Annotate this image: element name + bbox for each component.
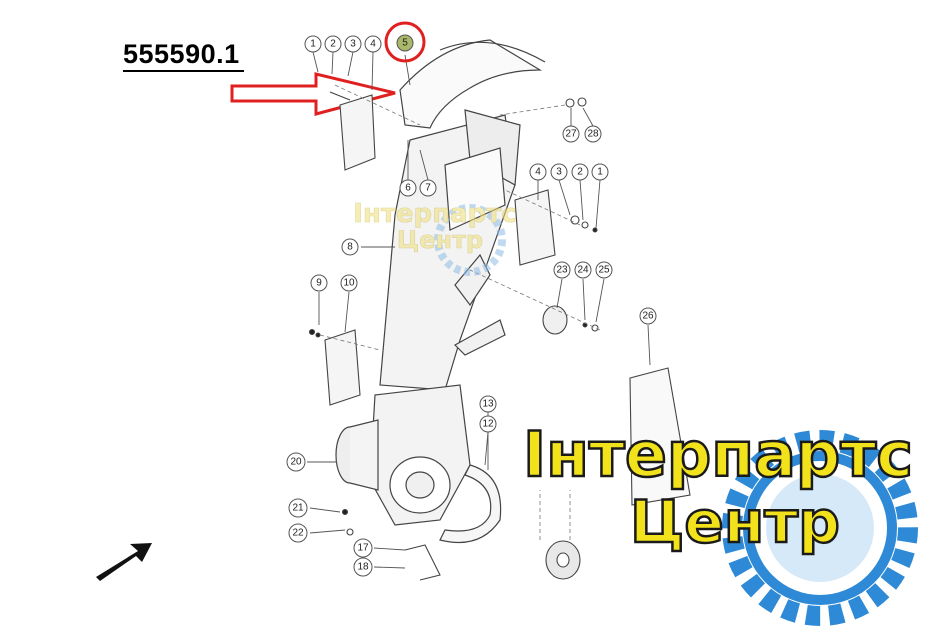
callout-label: 28 [587,129,599,140]
callout-label: 1 [597,167,603,178]
callout-label: 2 [330,39,336,50]
callout-label: 26 [642,311,654,322]
callout-label: 9 [316,278,322,289]
callout-label: 1 [310,39,316,50]
callout-label: 21 [292,503,304,514]
watermark-small-line2: Центр [397,226,483,254]
brand-logo: Інтерпартс Центр [522,417,918,626]
callout-label: 22 [292,528,304,539]
callout-label: 8 [347,242,353,253]
brand-line2: Центр [630,488,840,556]
callout-label: 17 [357,543,369,554]
callout-label: 10 [343,278,355,289]
callout-label: 2 [577,167,583,178]
callout-label: 4 [535,167,541,178]
callout-label: 7 [425,183,431,194]
part-number: 555590.1 [123,38,244,72]
callout-label: 3 [556,167,562,178]
callout-label: 25 [598,265,610,276]
elevator-housing [335,39,546,544]
callout-label: 13 [482,399,494,410]
callout-circles [286,35,657,577]
callout-label: 6 [405,183,411,194]
callout-label: 12 [482,419,494,430]
callout-label: 4 [370,39,376,50]
callout-label: 3 [350,39,356,50]
callout-label: 18 [357,562,369,573]
watermark-small-line1: Інтерпартс [353,199,517,229]
callout-label: 20 [290,457,302,468]
callout-label-highlighted: 5 [402,38,408,49]
callout-labels: 1 2 3 4 5 27 28 6 7 4 3 2 1 8 9 10 23 24… [290,38,654,573]
callout-label: 23 [556,265,568,276]
direction-arrow-icon [96,543,152,581]
right-plate-assembly [341,97,691,581]
callout-label: 24 [577,265,589,276]
callout-leaders [307,51,651,569]
callout-label: 27 [565,129,577,140]
brand-line1: Інтерпартс [523,418,913,491]
assembly-leader-lines [319,84,601,540]
gear-icon [722,430,918,626]
left-plate-assembly [308,91,376,406]
highlighted-callout [384,21,426,63]
watermark-small: Інтерпартс Центр [353,199,517,276]
